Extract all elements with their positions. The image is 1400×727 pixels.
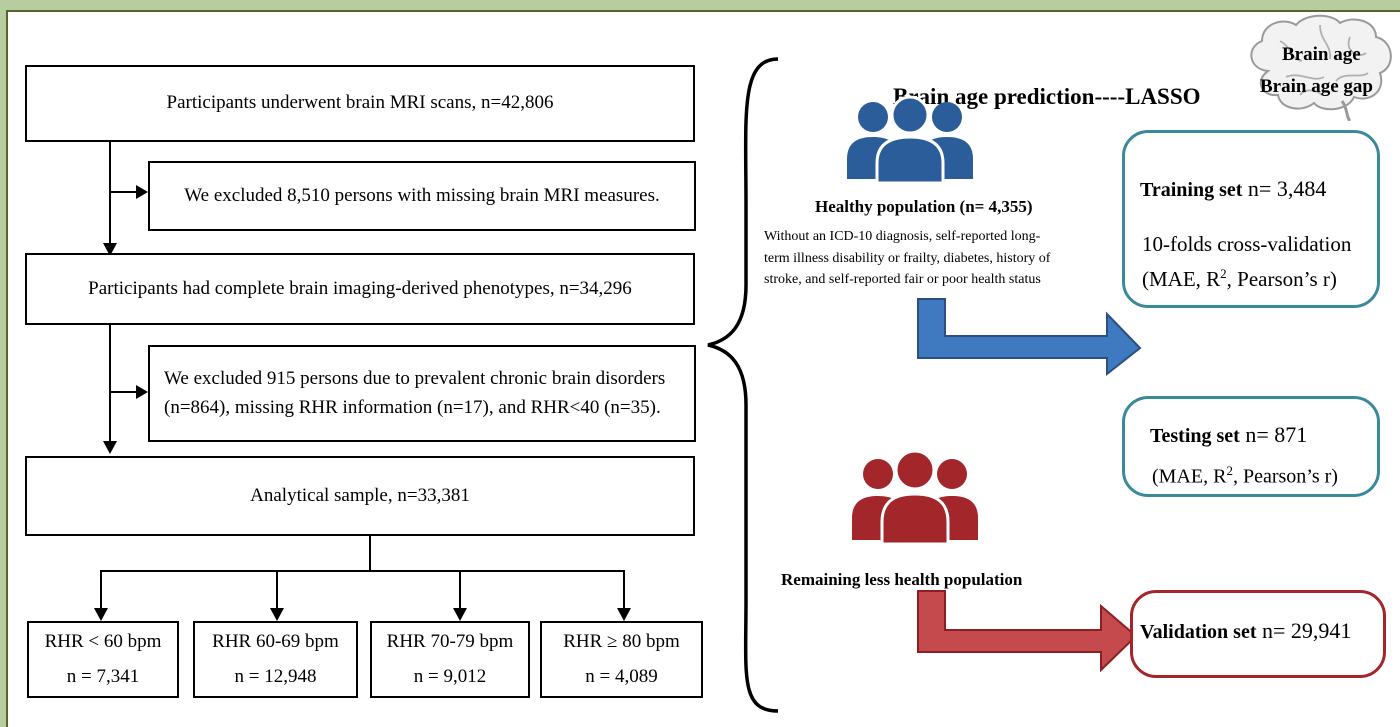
exclusion-2-line2: (n=864), missing RHR information (n=17),… xyxy=(164,396,661,418)
arrow-head xyxy=(103,243,117,256)
testing-set-n: n= 871 xyxy=(1239,422,1308,447)
box-complete-idp-text: Participants had complete brain imaging-… xyxy=(88,277,632,299)
training-set-box xyxy=(1122,130,1380,308)
testing-set-box xyxy=(1122,396,1380,497)
box-mri-scans-text: Participants underwent brain MRI scans, … xyxy=(166,92,554,114)
brain-icon xyxy=(1250,14,1392,121)
validation-set-n: n= 29,941 xyxy=(1256,618,1352,643)
group-box-rhr-60-69: RHR 60-69 bpm n = 12,948 xyxy=(193,621,358,698)
training-set-heading: Training set n= 3,484 xyxy=(1140,176,1326,202)
analytical-sample-text: Analytical sample, n=33,381 xyxy=(250,484,470,506)
connector xyxy=(276,570,278,610)
group-count: n = 7,341 xyxy=(66,665,140,687)
arrow-head xyxy=(136,385,148,399)
group-box-rhr-ge80: RHR ≥ 80 bpm n = 4,089 xyxy=(540,621,703,698)
training-cv-text: 10-folds cross-validation xyxy=(1142,232,1352,256)
box-exclusion-2: We excluded 915 persons due to prevalent… xyxy=(148,345,696,442)
training-set-n: n= 3,484 xyxy=(1242,176,1327,201)
arrow-head xyxy=(270,608,284,621)
red-arrow xyxy=(917,590,1138,673)
testing-metrics-a: (MAE, R xyxy=(1152,465,1227,488)
exclusion-1-text: We excluded 8,510 persons with missing b… xyxy=(184,184,660,206)
connector xyxy=(100,570,625,572)
testing-set-label: Testing set xyxy=(1150,425,1240,447)
connector xyxy=(110,191,138,193)
healthy-desc-line: stroke, and self-reported fair or poor h… xyxy=(764,272,1041,287)
arrow-head xyxy=(453,608,467,621)
validation-set-box xyxy=(1130,590,1386,678)
connector xyxy=(623,570,625,610)
healthy-population-desc: Without an ICD-10 diagnosis, self-report… xyxy=(764,226,1050,291)
group-box-rhr-lt60: RHR < 60 bpm n = 7,341 xyxy=(27,621,179,698)
connector xyxy=(459,570,461,610)
connector xyxy=(109,325,111,443)
training-metrics-a: (MAE, R xyxy=(1142,267,1221,291)
superscript-2: 2 xyxy=(1220,266,1227,281)
healthy-desc-line: Without an ICD-10 diagnosis, self-report… xyxy=(764,229,1041,244)
curly-brace xyxy=(707,57,779,713)
connector xyxy=(109,142,111,245)
group-count: n = 9,012 xyxy=(413,665,487,687)
group-count: n = 12,948 xyxy=(234,665,317,687)
group-label: RHR ≥ 80 bpm xyxy=(563,631,680,652)
healthy-population-title: Healthy population (n= 4,355) xyxy=(815,197,1033,216)
testing-metrics: (MAE, R2, Pearson’s r) xyxy=(1152,463,1338,489)
brain-label-line2: Brain age gap xyxy=(1260,76,1373,97)
arrow-head xyxy=(617,608,631,621)
group-label: RHR < 60 bpm xyxy=(44,631,162,652)
arrow-head xyxy=(103,441,117,454)
exclusion-2-line1: We excluded 915 persons due to prevalent… xyxy=(164,368,666,389)
training-metrics-b: , Pearson’s r) xyxy=(1226,267,1337,291)
healthy-people-icon xyxy=(847,95,973,185)
box-analytical-sample: Analytical sample, n=33,381 xyxy=(25,456,695,536)
box-complete-idp: Participants had complete brain imaging-… xyxy=(25,253,695,325)
group-count: n = 4,089 xyxy=(585,665,658,687)
testing-metrics-b: , Pearson’s r) xyxy=(1232,465,1338,488)
group-label: RHR 60-69 bpm xyxy=(212,631,339,652)
arrow-head xyxy=(94,608,108,621)
group-label: RHR 70-79 bpm xyxy=(386,631,514,652)
training-set-label: Training set xyxy=(1140,179,1243,201)
validation-set-heading: Validation set n= 29,941 xyxy=(1140,618,1351,644)
brain-label-line1: Brain age xyxy=(1282,44,1361,65)
training-metrics: (MAE, R2, Pearson’s r) xyxy=(1142,266,1337,292)
blue-arrow xyxy=(917,298,1142,377)
testing-set-heading: Testing set n= 871 xyxy=(1150,422,1307,448)
validation-set-label: Validation set xyxy=(1140,621,1257,643)
arrow-head xyxy=(136,185,148,199)
box-mri-scans: Participants underwent brain MRI scans, … xyxy=(25,65,695,142)
connector xyxy=(369,536,371,571)
healthy-desc-line: term illness disability or frailty, diab… xyxy=(764,250,1051,266)
superscript-2: 2 xyxy=(1226,463,1233,478)
box-exclusion-1: We excluded 8,510 persons with missing b… xyxy=(148,161,696,231)
group-box-rhr-70-79: RHR 70-79 bpm n = 9,012 xyxy=(370,621,530,698)
remaining-population-title: Remaining less health population xyxy=(781,570,1023,589)
remaining-people-icon xyxy=(852,449,978,546)
connector xyxy=(110,391,138,393)
connector xyxy=(100,570,102,610)
